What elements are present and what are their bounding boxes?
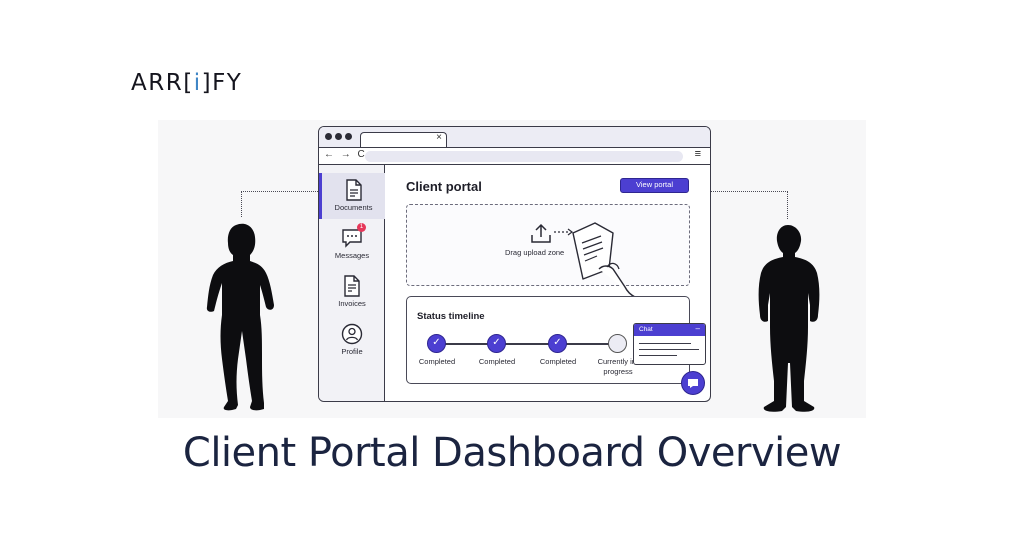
timeline-step-label: Completed [539,357,577,366]
sidebar-item-messages[interactable]: 1 Messages [319,221,385,267]
timeline-step-completed: ✓ [548,334,567,353]
sidebar-item-label: Documents [334,203,373,212]
right-connector-vertical [787,191,788,219]
left-connector-horizontal [241,191,318,192]
logo-i: i [193,70,202,96]
window-control-dot[interactable] [345,133,352,140]
page-caption: Client Portal Dashboard Overview [182,430,842,476]
document-icon [345,179,362,201]
chat-header: Chat – [634,324,705,336]
upload-icon [531,223,573,243]
portal-sidebar: Documents 1 Messages Invoices Profile [319,165,385,401]
drag-upload-zone[interactable]: Drag upload zone [406,204,690,286]
sidebar-item-documents[interactable]: Documents [319,173,385,219]
invoice-icon [344,275,360,297]
sidebar-item-profile[interactable]: Profile [319,317,385,363]
timeline-step-label: Completed [418,357,456,366]
tab-bar: × [319,127,710,148]
timeline-step-label: Currently in-progress [597,357,639,376]
dropzone-label: Drag upload zone [505,248,565,257]
chat-bubble-icon [688,379,698,388]
browser-window: × ← → C ≡ Documents 1 Messages Invoices … [318,126,711,402]
sidebar-item-label: Invoices [338,299,366,308]
chat-message-line [639,343,691,345]
browser-tab[interactable]: × [360,132,447,148]
brand-logo: ARR[i]FY [131,70,242,96]
chat-message-line [639,355,677,357]
url-field[interactable] [365,151,683,162]
timeline-step-in-progress [608,334,627,353]
timeline-step-completed: ✓ [487,334,506,353]
message-count-badge: 1 [357,223,366,232]
address-bar: ← → C ≡ [319,147,710,165]
timeline-step-label: Completed [478,357,516,366]
chat-minimize-icon[interactable]: – [695,324,700,333]
logo-bracket-close: ] [201,70,213,96]
menu-icon[interactable]: ≡ [694,148,701,160]
page-title: Client portal [406,179,482,194]
man-silhouette [758,225,820,412]
sidebar-item-label: Profile [341,347,363,356]
view-portal-button[interactable]: View portal [620,178,689,193]
window-control-dot[interactable] [325,133,332,140]
timeline-track [437,343,617,345]
sidebar-item-label: Messages [334,251,370,260]
chat-launcher-button[interactable] [681,371,705,395]
logo-prefix: ARR [131,70,184,96]
window-control-dot[interactable] [335,133,342,140]
chat-title: Chat [639,326,653,333]
logo-bracket-open: [ [183,70,194,96]
hand-document-illustration [572,222,636,298]
woman-silhouette [206,223,274,411]
chat-window[interactable]: Chat – [633,323,706,365]
chat-message-line [639,349,699,351]
navigation-icons[interactable]: ← → C [324,149,367,160]
message-icon [342,229,362,248]
right-connector-horizontal [711,191,788,192]
tab-close-icon[interactable]: × [436,132,442,143]
timeline-title: Status timeline [417,311,485,322]
sidebar-item-invoices[interactable]: Invoices [319,269,385,315]
user-icon [341,323,363,345]
logo-suffix: FY [212,70,243,96]
left-connector-vertical [241,191,242,217]
timeline-step-completed: ✓ [427,334,446,353]
